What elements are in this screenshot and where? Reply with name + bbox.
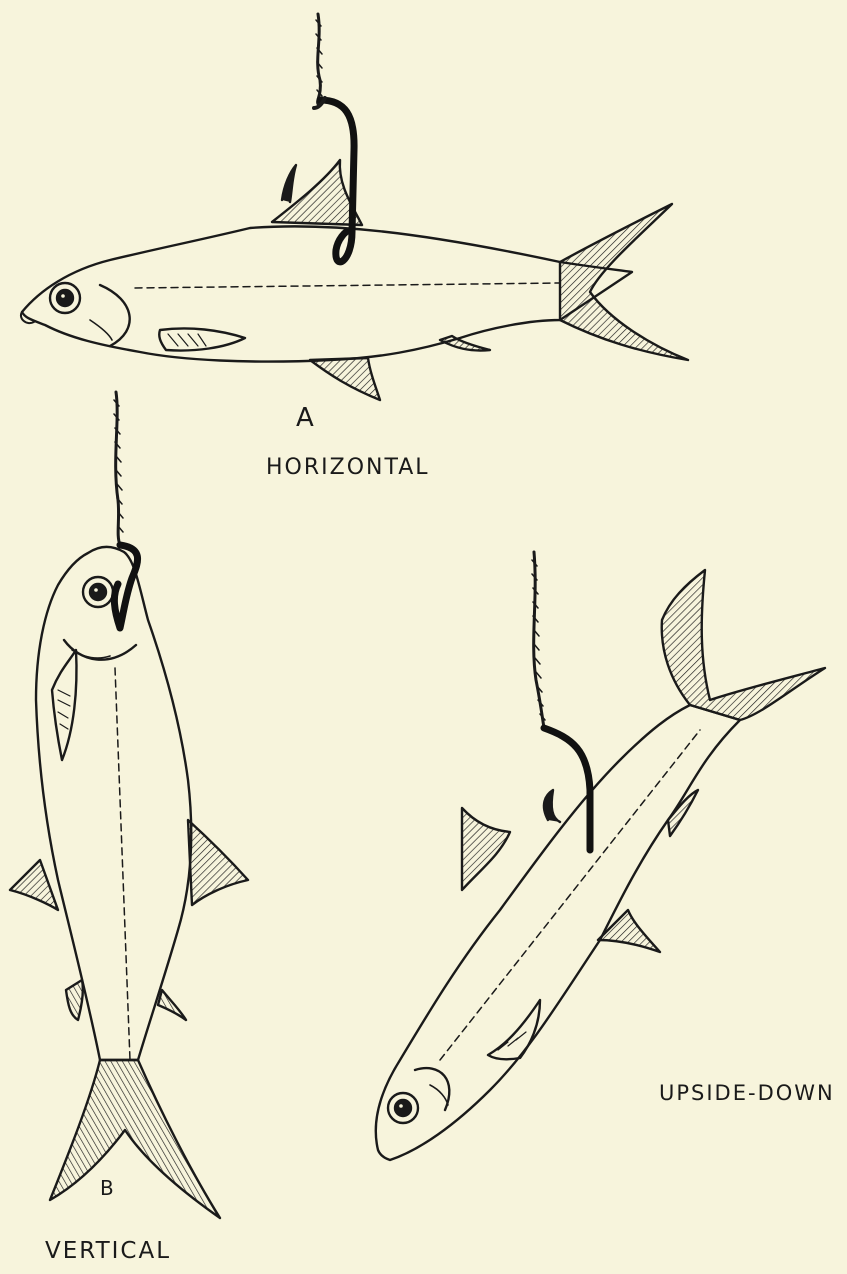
tail-fin <box>560 204 688 360</box>
pelvic-fin <box>462 808 510 890</box>
dorsal-fin <box>188 820 248 905</box>
caption-vertical: VERTICAL <box>45 1238 171 1264</box>
pectoral-fin <box>52 650 76 760</box>
pectoral-fin <box>488 1000 540 1059</box>
pelvic-fin <box>310 358 380 400</box>
fish-b-vertical <box>10 392 248 1218</box>
fish-a-letter: A <box>296 403 314 433</box>
fish-body <box>36 547 191 1060</box>
caption-upside-down: UPSIDE-DOWN <box>659 1081 835 1105</box>
fish-c-upside-down <box>376 552 825 1160</box>
fish-a-horizontal <box>21 14 688 400</box>
fish-hook-icon <box>544 728 590 850</box>
dorsal-fin <box>598 910 660 952</box>
tail-fin <box>662 570 825 720</box>
pelvic-fin <box>10 860 58 910</box>
tail-fin <box>50 1060 220 1218</box>
caption-horizontal: HORIZONTAL <box>266 455 430 480</box>
fish-b-letter: B <box>100 1176 114 1200</box>
fish-hook-icon <box>114 545 137 628</box>
fishing-line-icon <box>116 392 120 545</box>
